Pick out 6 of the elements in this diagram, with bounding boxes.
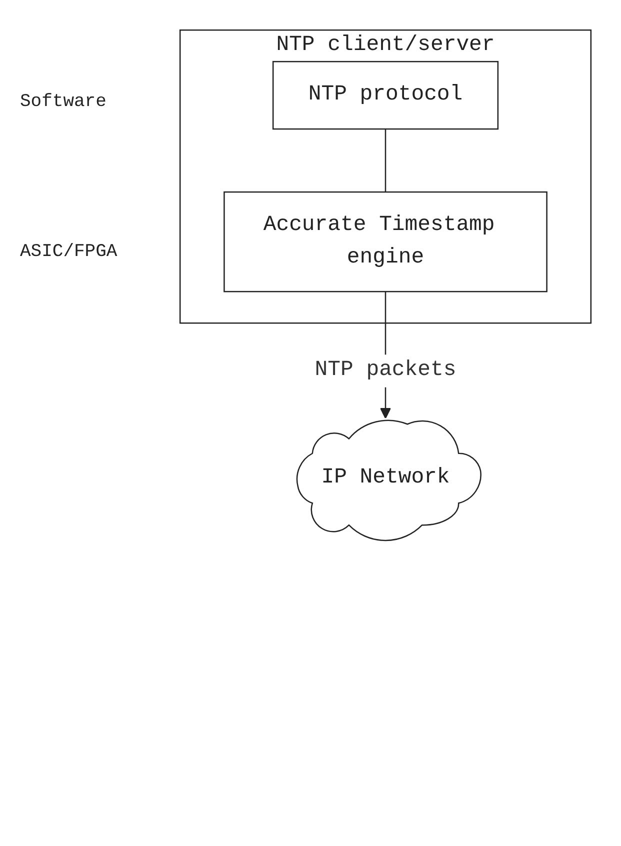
layer-label: Software xyxy=(20,92,106,112)
node-box: NTP protocol xyxy=(272,60,499,130)
node-box: Accurate Timestamp engine xyxy=(224,191,548,292)
layer-label: ASIC/FPGA xyxy=(20,242,118,262)
connector xyxy=(384,129,386,192)
edge-label: NTP packets xyxy=(314,358,456,382)
